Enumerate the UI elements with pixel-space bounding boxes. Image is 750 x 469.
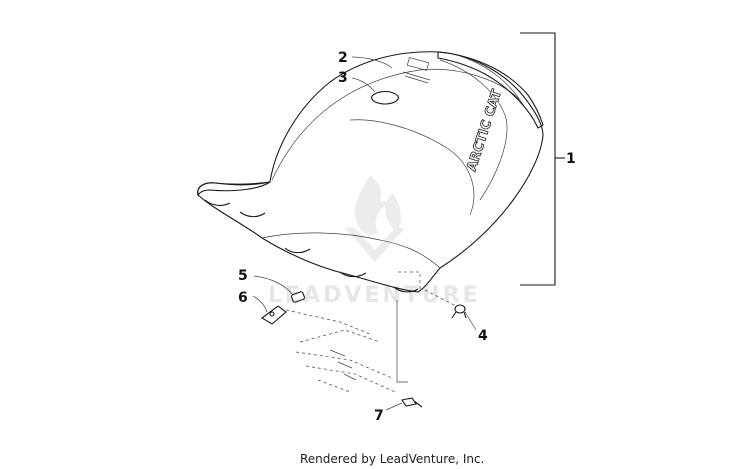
strap-hardware — [285, 300, 408, 393]
callout-2-leader — [351, 56, 393, 69]
render-credit: Rendered by LeadVenture, Inc. — [300, 452, 484, 466]
callout-5[interactable]: 5 — [238, 268, 248, 284]
seat-cover — [197, 51, 544, 293]
callout-1-bracket — [520, 32, 556, 286]
seat-foot — [239, 211, 266, 218]
callout-4[interactable]: 4 — [478, 328, 488, 344]
seat-foot — [339, 271, 367, 278]
seat-attach-dash — [398, 271, 421, 292]
seat-emblem — [371, 90, 399, 105]
seat-tail — [437, 51, 544, 129]
callout-1[interactable]: 1 — [566, 151, 576, 167]
part-4-rivet — [451, 304, 467, 319]
callout-2[interactable]: 2 — [338, 50, 348, 66]
callout-5-leader — [253, 275, 293, 295]
part-5-grommet — [291, 291, 305, 303]
part-7-bolt — [401, 397, 423, 408]
seat-foot — [204, 199, 231, 206]
seat-nose — [197, 181, 271, 197]
callout-4-leader — [464, 311, 477, 331]
seat-foot — [284, 247, 311, 254]
flame-logo-icon — [355, 175, 401, 236]
seat-foot — [394, 287, 419, 293]
callout-7[interactable]: 7 — [374, 408, 384, 424]
callout-7-leader — [385, 402, 403, 411]
callout-6[interactable]: 6 — [238, 290, 248, 306]
seat-center-seam — [349, 119, 475, 216]
seat-rear-seam-2 — [459, 55, 526, 109]
callout-3-leader — [351, 77, 376, 93]
callout-3[interactable]: 3 — [338, 70, 348, 86]
watermark-text: LEADVENTURE — [268, 283, 481, 308]
callout-6-leader — [252, 295, 268, 313]
seat-badge-text — [402, 71, 431, 81]
seat-badge-text — [404, 75, 429, 84]
seat-brand-text: ARCTIC CAT — [465, 88, 506, 173]
watermark: LEADVENTURE — [268, 175, 481, 308]
seat-badge — [406, 57, 430, 71]
seat-top-seam — [271, 68, 521, 181]
seat-side-seam — [261, 232, 441, 269]
seat-rear-seam — [439, 59, 508, 201]
part-6-bracket — [261, 305, 287, 325]
